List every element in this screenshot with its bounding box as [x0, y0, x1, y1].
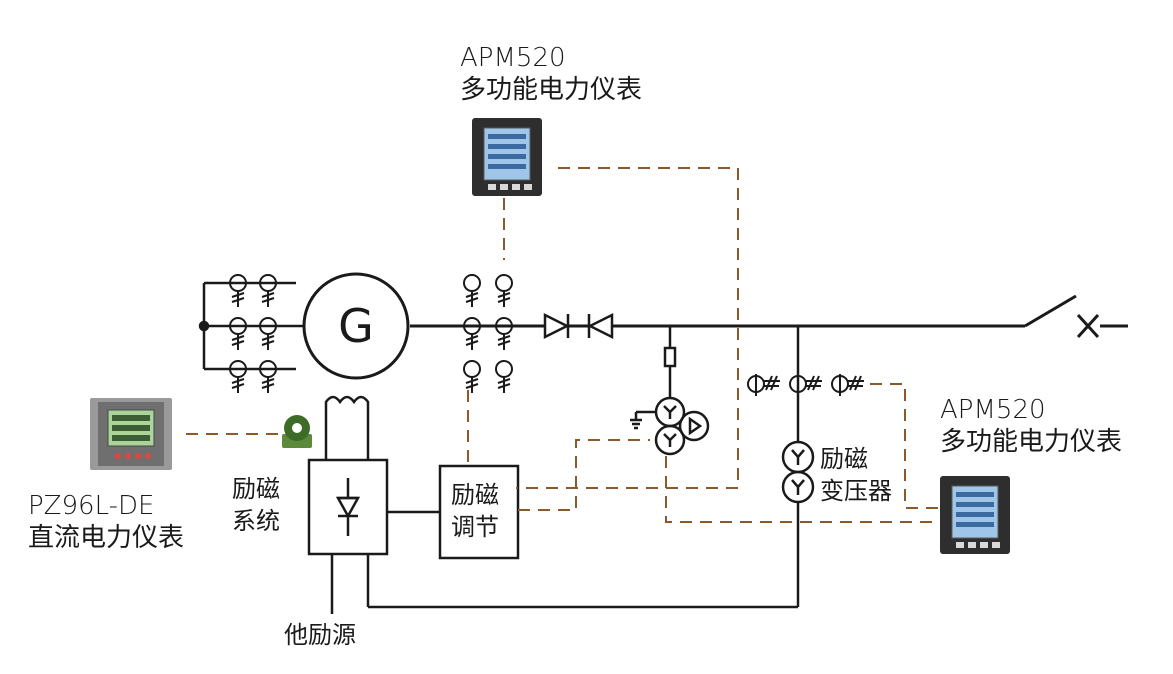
excitation-transformer-line1: 励磁 [820, 445, 868, 473]
ct-group-outlet [463, 274, 513, 394]
excitation-transformer [368, 326, 815, 609]
excitation-system-line1: 励磁 [232, 475, 280, 503]
excitation-transformer-line2: 变压器 [820, 477, 892, 505]
meter-top-desc: 多功能电力仪表 [460, 75, 643, 105]
bus-arrows [543, 312, 614, 340]
pt-branch [630, 326, 710, 456]
excitation-regulation-box [438, 464, 520, 560]
meter-right-icon [939, 475, 1011, 555]
meter-right-desc: 多功能电力仪表 [940, 427, 1123, 457]
excitation-system-box [307, 395, 440, 614]
excitation-regulation-line2: 调节 [451, 513, 499, 541]
generator-symbol: G [338, 299, 374, 353]
ct-group-excitation [747, 374, 864, 396]
meter-left-desc: 直流电力仪表 [28, 523, 185, 553]
meter-left-model: PZ96L-DE [28, 491, 155, 521]
dc-sensor-icon [282, 415, 312, 448]
signal-lines [186, 167, 938, 523]
meter-top-model: APM520 [460, 43, 566, 73]
ct-group-neutral [229, 274, 277, 394]
meter-right-model: APM520 [940, 395, 1046, 425]
neutral-wiring [198, 281, 304, 371]
meter-left-icon [90, 398, 172, 470]
excitation-regulation-line1: 励磁 [451, 481, 499, 509]
meter-top-icon [471, 117, 543, 197]
excitation-system-line2: 系统 [232, 507, 280, 535]
main-bus [410, 294, 1128, 339]
generator: G [302, 272, 410, 380]
separate-excitation-label: 他励源 [284, 621, 356, 649]
